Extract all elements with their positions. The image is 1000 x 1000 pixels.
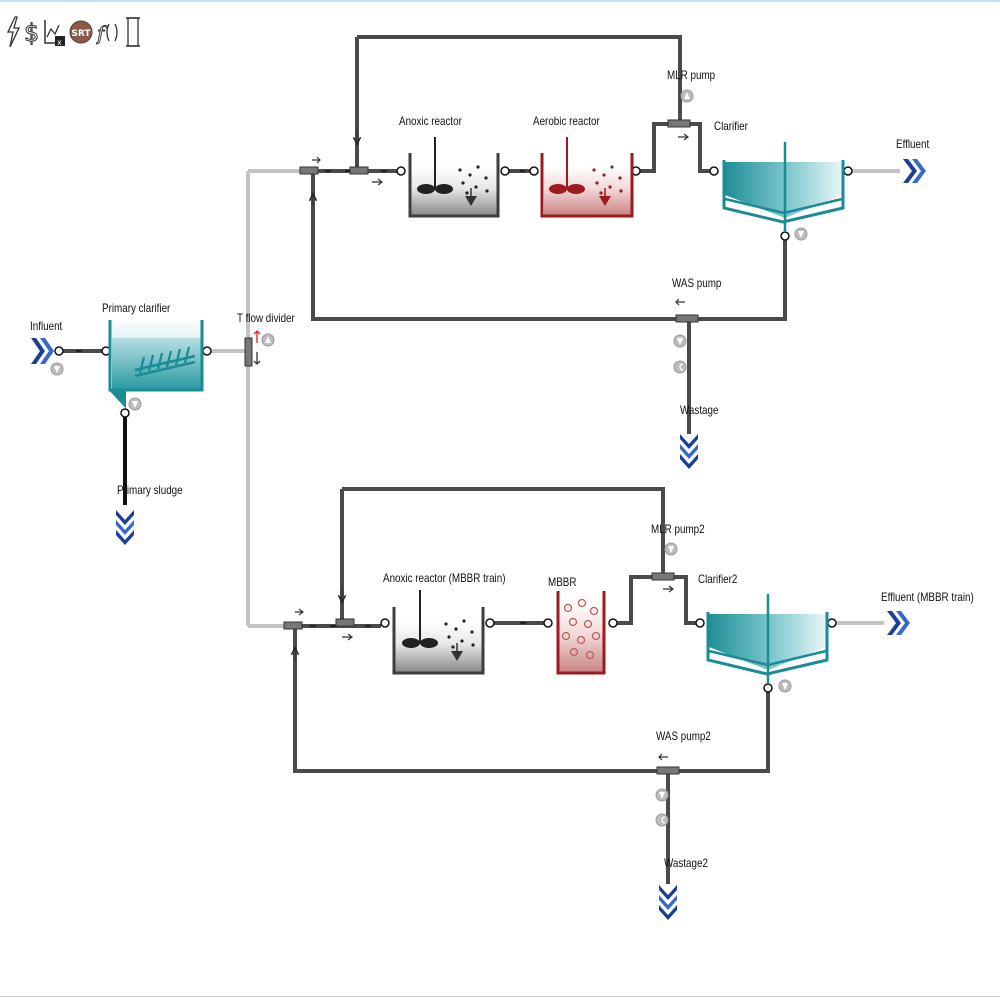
was-pump-label: WAS pump — [672, 276, 722, 290]
mlr-pump2-label: MLR pump2 — [651, 522, 705, 536]
lightning-icon[interactable] — [4, 12, 22, 52]
primary-clarifier-label: Primary clarifier — [102, 301, 171, 315]
mbbr-label: MBBR — [548, 575, 577, 589]
dollar-icon[interactable]: $ — [22, 12, 40, 52]
effluent-icon[interactable] — [903, 159, 926, 183]
clarifier[interactable] — [722, 142, 845, 232]
window-bottom-border — [0, 996, 1000, 997]
primary-sludge-icon[interactable] — [116, 510, 134, 545]
function-icon[interactable]: f — [96, 12, 122, 52]
clarifier2-label: Clarifier2 — [698, 572, 738, 586]
wastage2-icon[interactable] — [659, 885, 677, 920]
t-flow-divider-label: T flow divider — [237, 311, 295, 325]
anoxic-reactor-mbbr-train-label: Anoxic reactor (MBBR train) — [383, 571, 506, 585]
aerobic-reactor-label: Aerobic reactor — [533, 114, 600, 128]
wastage-icon[interactable] — [680, 434, 698, 469]
effluent-mbbr-train-icon[interactable] — [887, 611, 910, 635]
was-pump2-label: WAS pump2 — [656, 729, 711, 743]
tee-junctions — [244, 119, 699, 775]
window-top-border — [0, 0, 1000, 2]
divider-arrows — [253, 330, 261, 365]
chart-export-icon[interactable]: x — [42, 12, 66, 52]
svg-text:SRT: SRT — [71, 29, 91, 39]
aerobic-reactor[interactable] — [540, 137, 634, 218]
wastage2-label: Wastage2 — [664, 856, 708, 870]
influent-label: Influent — [30, 319, 63, 333]
mlr-pump-label: MLR pump — [667, 68, 716, 82]
influent-icon[interactable] — [31, 338, 54, 364]
effluent-mbbr-train-label: Effluent (MBBR train) — [881, 590, 974, 604]
anoxic-reactor[interactable] — [408, 137, 500, 218]
svg-text:$: $ — [24, 19, 39, 47]
primary-clarifier[interactable] — [108, 320, 204, 409]
pipes — [62, 35, 900, 884]
clarifier2[interactable] — [706, 594, 829, 684]
svg-text:x: x — [57, 38, 62, 47]
srt-icon[interactable]: SRT — [69, 12, 93, 52]
column-icon[interactable] — [124, 12, 142, 52]
wastage-label: Wastage — [680, 403, 719, 417]
effluent-label: Effluent — [896, 137, 930, 151]
primary-sludge-label: Primary sludge — [117, 483, 183, 497]
clarifier-label: Clarifier — [714, 119, 748, 133]
t-flow-divider-body — [244, 337, 253, 367]
anoxic-reactor-label: Anoxic reactor — [399, 114, 462, 128]
anoxic-reactor-mbbr-train[interactable] — [392, 590, 485, 675]
mbbr-reactor[interactable] — [556, 591, 606, 675]
connector-nodes — [54, 166, 853, 693]
